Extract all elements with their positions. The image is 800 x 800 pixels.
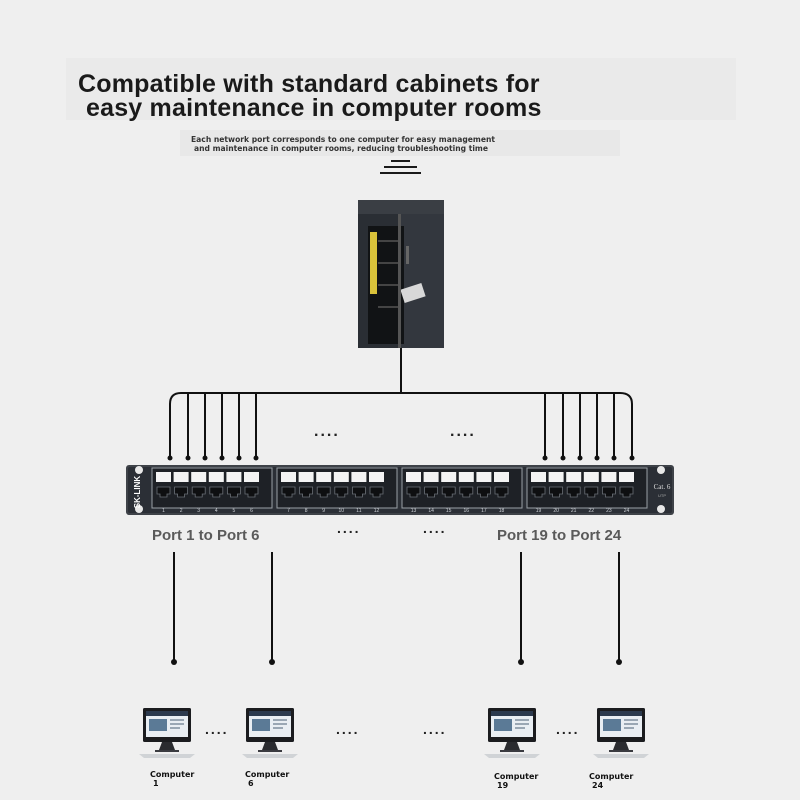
ellipsis-computers-2: .... — [336, 721, 360, 737]
port-number-13: 13 — [411, 508, 417, 514]
port-number-5: 5 — [233, 508, 236, 514]
port-number-2: 2 — [180, 508, 183, 514]
port-number-24: 24 — [624, 508, 630, 514]
rj45-jack-12 — [369, 472, 384, 498]
headline-box: Compatible with standard cabinets for ea… — [66, 58, 736, 122]
port-number-10: 10 — [339, 508, 345, 514]
rj45-jack-10 — [333, 472, 349, 498]
headline-line-1: Compatible with standard cabinets for — [78, 70, 540, 98]
computer-19-icon — [484, 708, 540, 758]
rj45-jack-7 — [281, 472, 296, 498]
upper-drop-lines — [167, 393, 635, 461]
ellipsis-mid-1: .... — [337, 520, 361, 536]
ellipsis-computers-3: .... — [423, 721, 447, 737]
computer-icons — [139, 708, 649, 758]
rj45-jack-13 — [406, 472, 421, 498]
port-module-3 — [401, 467, 523, 509]
panel-brand: SK-LINK — [133, 476, 142, 509]
rj45-jack-16 — [458, 472, 474, 498]
subheadline-box: Each network port corresponds to one com… — [180, 130, 620, 156]
ellipsis-computers-4: .... — [556, 721, 580, 737]
computer-6-icon — [242, 708, 298, 758]
rj45-jack-1 — [156, 472, 171, 498]
port-module-2 — [276, 467, 398, 509]
rj45-jack-23 — [601, 472, 617, 498]
ellipsis-mid-2: .... — [423, 520, 447, 536]
ellipsis-computers-1: .... — [205, 721, 229, 737]
rj45-jack-15 — [441, 472, 457, 498]
port-number-7: 7 — [287, 508, 290, 514]
rj45-jack-21 — [566, 472, 582, 498]
upper-wiring — [169, 348, 633, 458]
port-number-20: 20 — [553, 508, 559, 514]
port-number-4: 4 — [215, 508, 218, 514]
rj45-jack-6 — [244, 472, 259, 498]
rj45-jack-22 — [583, 472, 599, 498]
port-group-right-label: Port 19 to Port 24 — [497, 527, 622, 544]
port-number-19: 19 — [536, 508, 542, 514]
subheadline-line-1: Each network port corresponds to one com… — [191, 135, 496, 144]
rj45-jack-20 — [548, 472, 564, 498]
computer-24-icon — [593, 708, 649, 758]
port-number-22: 22 — [589, 508, 595, 514]
computer-1-icon — [139, 708, 195, 758]
panel-category-sub: UTP — [658, 493, 666, 498]
panel-category: Cat. 6 — [654, 483, 671, 491]
rj45-jack-5 — [226, 472, 242, 498]
port-number-12: 12 — [374, 508, 380, 514]
port-number-17: 17 — [481, 508, 487, 514]
lower-wiring — [173, 552, 620, 662]
rj45-jack-19 — [531, 472, 546, 498]
ellipsis-upper-2: .... — [450, 423, 476, 440]
port-number-1: 1 — [162, 508, 165, 514]
rj45-jack-18 — [494, 472, 509, 498]
port-number-21: 21 — [571, 508, 577, 514]
port-number-23: 23 — [606, 508, 612, 514]
port-group-left-label: Port 1 to Port 6 — [152, 527, 260, 544]
subheadline-line-2: and maintenance in computer rooms, reduc… — [194, 144, 488, 153]
rj45-jack-8 — [298, 472, 314, 498]
port-number-8: 8 — [305, 508, 308, 514]
rj45-jack-17 — [476, 472, 492, 498]
rj45-jack-4 — [208, 472, 224, 498]
port-number-3: 3 — [197, 508, 200, 514]
port-modules — [151, 467, 648, 509]
headline-line-2: easy maintenance in computer rooms — [86, 94, 542, 122]
ellipsis-upper-1: .... — [314, 423, 340, 440]
patch-panel — [126, 465, 674, 515]
port-number-9: 9 — [322, 508, 325, 514]
port-number-18: 18 — [499, 508, 505, 514]
port-number-16: 16 — [464, 508, 470, 514]
rj45-jack-24 — [619, 472, 634, 498]
port-module-4 — [526, 467, 648, 509]
port-number-14: 14 — [428, 508, 434, 514]
rj45-jack-14 — [423, 472, 439, 498]
port-module-1 — [151, 467, 273, 509]
port-number-6: 6 — [250, 508, 253, 514]
rj45-jack-11 — [351, 472, 367, 498]
rj45-jack-9 — [316, 472, 332, 498]
server-cabinet-icon — [358, 200, 444, 348]
rj45-jack-3 — [191, 472, 207, 498]
rj45-jack-2 — [173, 472, 189, 498]
port-number-11: 11 — [356, 508, 361, 514]
port-number-15: 15 — [446, 508, 452, 514]
